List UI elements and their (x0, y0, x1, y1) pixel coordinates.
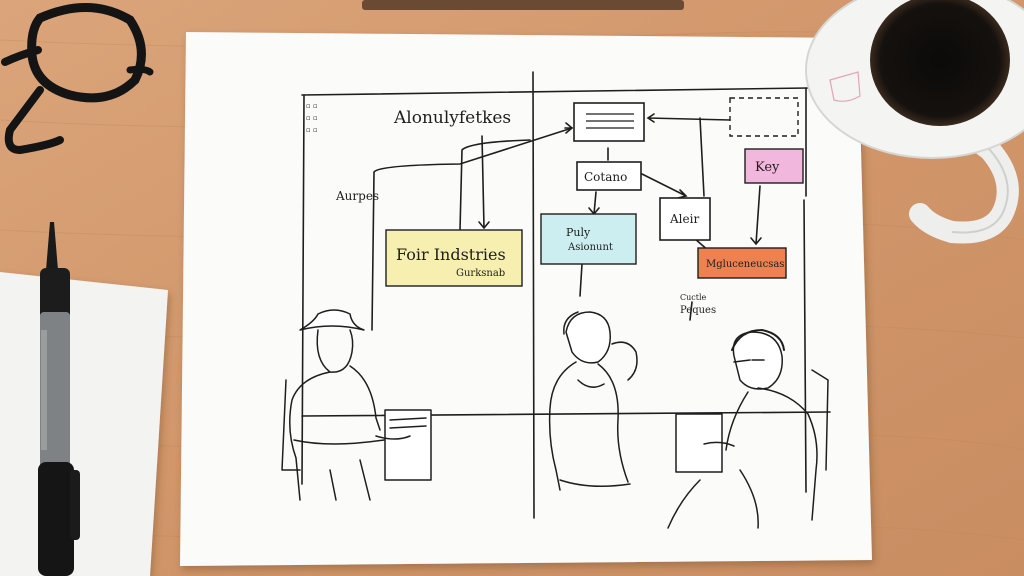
paper-pad (0, 272, 168, 576)
box-yellow (385, 229, 523, 287)
middle-box-label: Cotano (584, 170, 627, 184)
blue-box-line1: Puly (566, 226, 591, 239)
person-sketch-left (281, 309, 432, 501)
coffee-mug-icon (805, 0, 1024, 244)
orange-box-label: Mgluceneucsas (706, 259, 784, 270)
box-alert (659, 197, 711, 241)
sketch-left-label: Aurpes (335, 189, 379, 203)
glasses-icon (1, 3, 154, 155)
box-top (573, 102, 645, 142)
box-blue (540, 213, 637, 265)
box-orange (697, 247, 787, 279)
side-note-line1: Cuctle (680, 293, 707, 302)
side-note-line2: Peques (680, 305, 716, 316)
person-sketch-middle (548, 311, 638, 491)
corner-mark-3: ▫ ▫ (306, 126, 318, 134)
box-top-dashed (729, 97, 799, 137)
notebook-edge (362, 0, 684, 10)
sketch-heading: Alonulyfetkes (393, 108, 511, 128)
alert-box-label: Aleir (669, 212, 699, 226)
box-key (744, 148, 804, 184)
box-middle (576, 161, 642, 191)
corner-mark-1: ▫ ▫ (306, 102, 318, 110)
corner-mark-2: ▫ ▫ (306, 114, 318, 122)
yellow-box-line1: Foir Indstries (396, 245, 506, 264)
key-box-label: Key (755, 160, 780, 175)
yellow-box-line2: Gurksnab (456, 268, 505, 279)
pen-icon (38, 222, 80, 576)
person-sketch-right (667, 329, 829, 529)
blue-box-line2: Asionunt (567, 242, 613, 253)
sketch-sheet (180, 32, 872, 566)
